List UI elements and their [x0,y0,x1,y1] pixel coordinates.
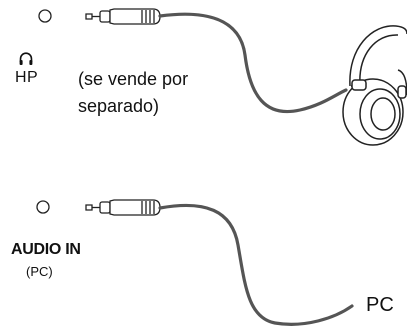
audio-in-cable [158,203,354,326]
headphone-cable [158,12,348,114]
sold-separately-note-line1: (se vende por [78,69,189,89]
pc-label: PC [366,294,394,316]
audio-in-plug-icon [85,199,161,216]
headphones-icon [342,25,407,146]
audio-in-pc-sublabel: (PC) [26,264,53,279]
headphone-plug-icon [85,8,161,25]
headphone-port-circle [38,9,52,23]
hp-port-label: HP [15,69,39,86]
audio-in-port-label: AUDIO IN [11,241,81,258]
audio-in-port-circle [36,200,50,214]
sold-separately-note-line2: separado) [78,96,160,116]
headphone-icon [19,52,33,65]
